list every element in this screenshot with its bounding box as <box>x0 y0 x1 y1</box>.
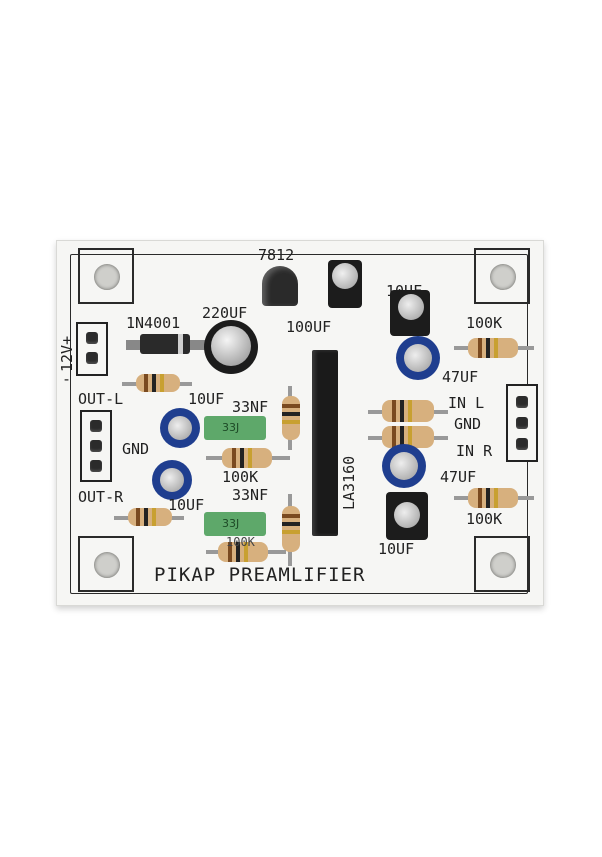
input-header <box>506 384 538 462</box>
capacitor-10uf-top <box>390 290 430 336</box>
cap-10uf-left-top-label: 10UF <box>188 390 225 408</box>
output-header <box>80 410 112 482</box>
gnd-left-label: GND <box>122 440 150 458</box>
res-100k-top-right-label: 100K <box>466 314 503 332</box>
res-100k-bottom-right-label: 100K <box>466 510 503 528</box>
regulator-7812 <box>262 266 298 306</box>
cap-10uf-bottom-right-label: 10UF <box>378 540 415 558</box>
board-title: PIKAP PREAMLIFIER <box>154 564 366 586</box>
power-header <box>76 322 108 376</box>
film-bottom-label: 33NF <box>232 486 269 504</box>
cap-100uf-label: 100UF <box>286 318 332 336</box>
regulator-label: 7812 <box>258 246 295 264</box>
capacitor-100uf <box>328 260 362 308</box>
resistor-vertical-top <box>282 396 300 440</box>
resistor-in-l-upper <box>382 400 434 422</box>
cap-47uf-bottom-label: 47UF <box>440 468 477 486</box>
mounting-hole-bottom-left <box>78 536 134 592</box>
film-top-label: 33NF <box>232 398 269 416</box>
in-r-label: IN R <box>456 442 493 460</box>
in-l-label: IN L <box>448 394 485 412</box>
resistor-left-top <box>136 374 180 392</box>
res-100k-low-label: 100K <box>226 535 255 549</box>
diode-1n4001 <box>140 334 190 354</box>
gnd-right-label: GND <box>454 415 482 433</box>
out-l-label: OUT-L <box>78 390 124 408</box>
resistor-in-l-lower <box>382 426 434 448</box>
pcb-board: 12V+ - OUT-L GND OUT-R IN L GND IN R 781… <box>56 240 544 606</box>
power-minus-label: - <box>62 370 72 388</box>
capacitor-10uf-bottom-right <box>386 492 428 540</box>
cap-47uf-top-label: 47UF <box>442 368 479 386</box>
capacitor-220uf <box>204 320 258 374</box>
ic-la3160 <box>312 350 338 536</box>
capacitor-47uf-bottom <box>382 444 426 488</box>
resistor-100k-bottom-right <box>468 488 518 508</box>
power-label: 12V+ <box>58 335 76 372</box>
resistor-100k-mid <box>222 448 272 468</box>
mounting-hole-top-right <box>474 248 530 304</box>
res-100k-mid-label: 100K <box>222 468 259 486</box>
ic-label: LA3160 <box>340 455 358 510</box>
mounting-hole-top-left <box>78 248 134 304</box>
resistor-left-bottom <box>128 508 172 526</box>
film-capacitor-bottom: 33J <box>204 512 266 536</box>
cap-220uf-label: 220UF <box>202 304 248 322</box>
resistor-vertical-bottom <box>282 506 300 552</box>
mounting-hole-bottom-right <box>474 536 530 592</box>
resistor-100k-low <box>218 542 268 562</box>
capacitor-10uf-left-top <box>160 408 200 448</box>
resistor-100k-top-right <box>468 338 518 358</box>
capacitor-10uf-left-bottom <box>152 460 192 500</box>
capacitor-47uf-top <box>396 336 440 380</box>
diode-label: 1N4001 <box>126 314 181 332</box>
out-r-label: OUT-R <box>78 488 124 506</box>
film-capacitor-top: 33J <box>204 416 266 440</box>
cap-10uf-left-bottom-label: 10UF <box>168 496 205 514</box>
